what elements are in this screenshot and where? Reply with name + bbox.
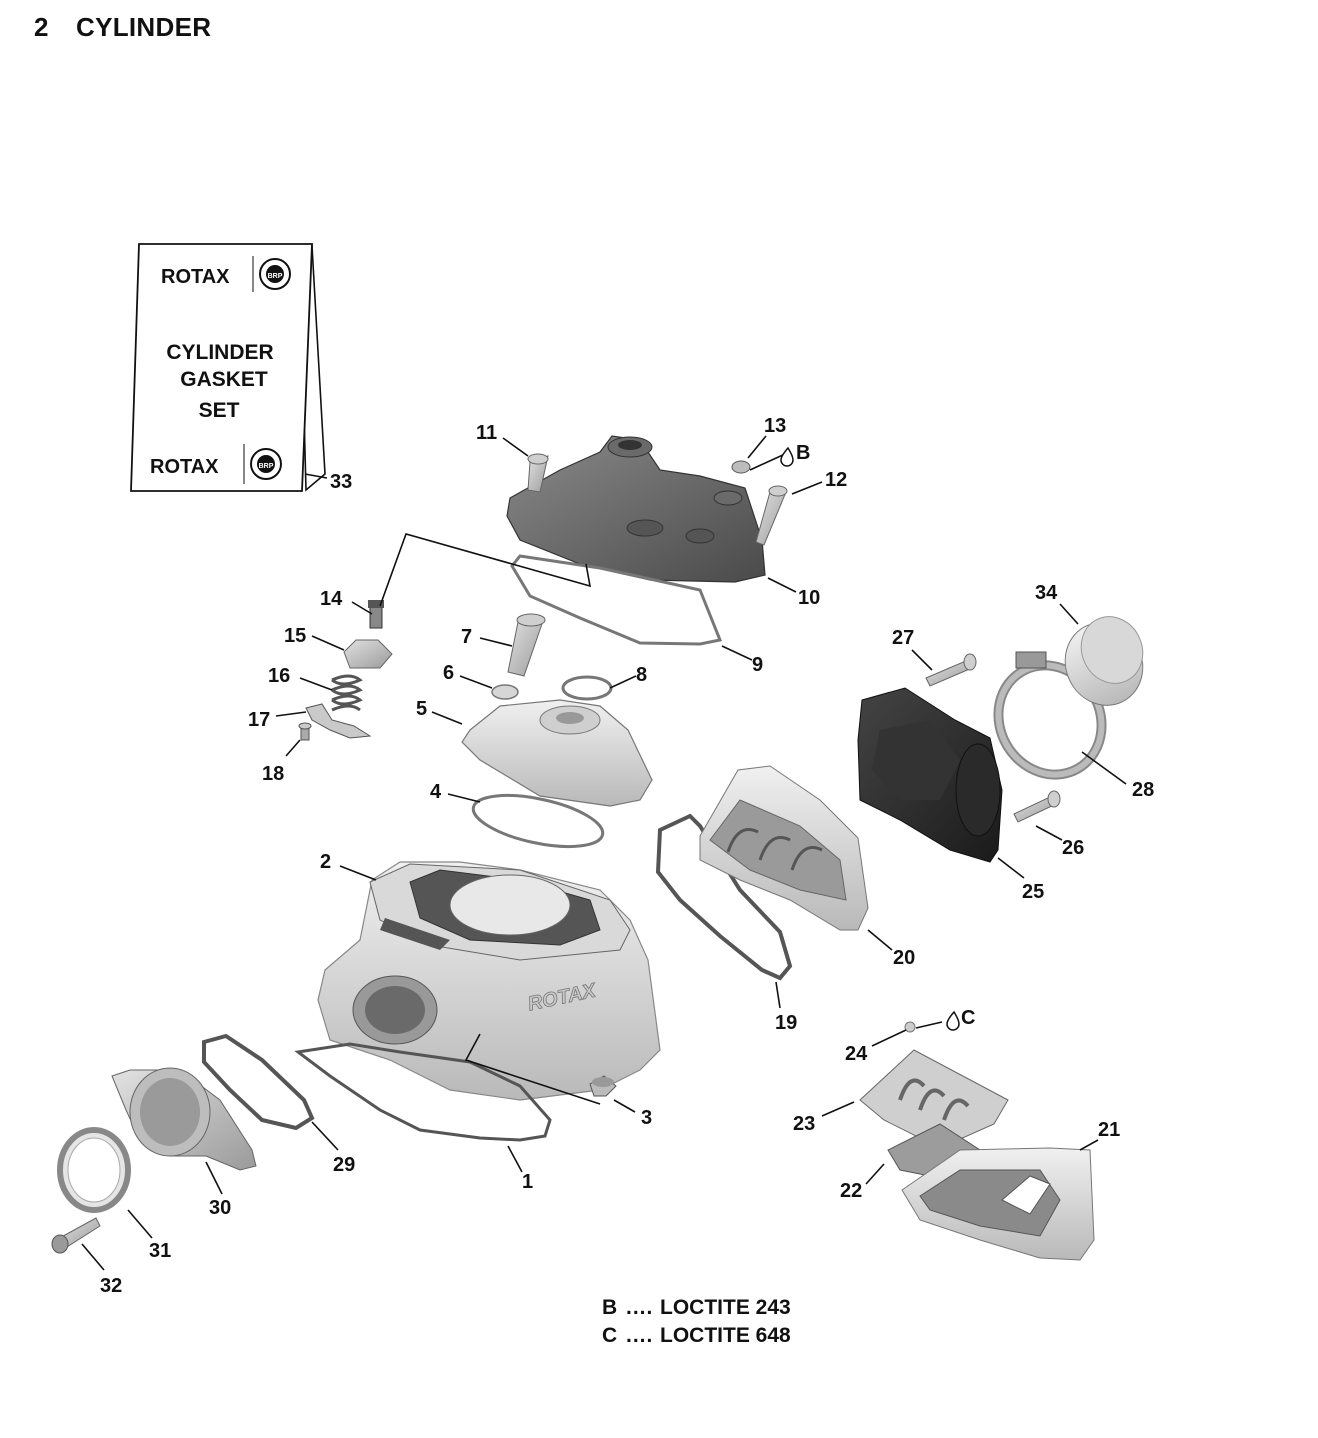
callout-numbers: 33 11 13 12 10 9 14 15 16 17 18 7 6 8 5 …: [100, 415, 1154, 1297]
nut-13: [731, 460, 751, 474]
callout-33: 33: [330, 471, 352, 493]
leader-lines: [81, 435, 1127, 1271]
washer-6: [491, 684, 519, 700]
callout-8: 8: [636, 664, 647, 686]
valve-14: [368, 600, 384, 629]
callout-23: 23: [793, 1113, 815, 1135]
legend-key-c: C: [602, 1324, 618, 1347]
callout-6: 6: [443, 662, 454, 684]
brp-logo-bottom-icon: BRP: [250, 448, 282, 480]
cylinder-head: [506, 435, 766, 583]
callout-34: 34: [1035, 582, 1058, 604]
o-ring-8: [561, 675, 613, 701]
legend-dots-c: ....: [626, 1324, 654, 1347]
legend-text-b: LOCTITE 243: [660, 1296, 791, 1319]
callout-9: 9: [752, 654, 763, 676]
callout-12: 12: [825, 469, 847, 491]
compound-mark-b: B: [780, 442, 810, 467]
reed-plate-23: [859, 1049, 1009, 1149]
brp-logo-top-icon: BRP: [259, 258, 291, 290]
legend-dots-b: ....: [626, 1296, 654, 1319]
o-ring-4: [471, 793, 605, 849]
section-number: 2: [34, 12, 49, 42]
page-title: CYLINDER: [76, 12, 212, 42]
callout-24: 24: [845, 1043, 868, 1065]
sleeve-31: [57, 1127, 131, 1213]
callout-26: 26: [1062, 837, 1084, 859]
intake-flange-30: [111, 1067, 257, 1171]
callout-28: 28: [1132, 779, 1154, 801]
callout-21: 21: [1098, 1119, 1120, 1141]
reed-valve-body-20: [699, 765, 869, 931]
brp-badge-bottom: BRP: [259, 463, 274, 470]
callout-32: 32: [100, 1275, 122, 1297]
gasket-kit-card: ROTAX BRP CYLINDER GASKET SET ROTAX BRP: [130, 243, 326, 492]
gasket-19: [655, 813, 793, 981]
screw-18: [298, 722, 312, 741]
callout-30: 30: [209, 1197, 231, 1219]
compound-mark-c: C: [946, 1007, 975, 1031]
callout-14: 14: [320, 588, 343, 610]
legend-key-b: B: [602, 1296, 618, 1319]
kit-brand-top: ROTAX: [161, 266, 230, 288]
callout-3: 3: [641, 1107, 652, 1129]
drop-c-icon: [946, 1010, 960, 1031]
callout-4: 4: [430, 781, 442, 803]
callout-31: 31: [149, 1240, 171, 1262]
cylinder: ROTAX: [317, 861, 661, 1101]
bolt-7: [507, 613, 546, 677]
drop-b-icon: [780, 446, 794, 467]
page-heading: 2 CYLINDER: [34, 12, 211, 43]
spring-cap-15: [343, 639, 393, 669]
cover-plate-5: [461, 699, 653, 807]
callout-18: 18: [262, 763, 284, 785]
gasket-29: [202, 1033, 315, 1131]
compound-b-label: B: [796, 442, 810, 464]
kit-brand-bottom: ROTAX: [150, 456, 219, 478]
callout-25: 25: [1022, 881, 1044, 903]
callout-27: 27: [892, 627, 914, 649]
plug-3: [589, 1075, 617, 1097]
callout-17: 17: [248, 709, 270, 731]
loctite-legend: B .... LOCTITE 243 C .... LOCTITE 648: [602, 1294, 791, 1350]
head-seal-9: [510, 554, 723, 646]
spring-16: [331, 674, 363, 712]
callout-20: 20: [893, 947, 915, 969]
brp-badge-top: BRP: [268, 273, 283, 280]
callout-11: 11: [476, 422, 497, 444]
callout-16: 16: [268, 665, 290, 687]
callout-1: 1: [522, 1171, 533, 1193]
compound-c-label: C: [961, 1007, 975, 1029]
kit-line-2: GASKET: [180, 368, 268, 391]
callout-22: 22: [840, 1180, 862, 1202]
legend-row-b: B .... LOCTITE 243: [602, 1294, 791, 1322]
legend-text-c: LOCTITE 648: [660, 1324, 791, 1347]
legend-row-c: C .... LOCTITE 648: [602, 1322, 791, 1350]
kit-line-1: CYLINDER: [166, 341, 273, 364]
callout-13: 13: [764, 415, 786, 437]
callout-2: 2: [320, 851, 331, 873]
cap-34: [1064, 616, 1144, 706]
intake-manifold-25: [857, 687, 1003, 863]
reed-body-21: [901, 1147, 1095, 1261]
callout-19: 19: [775, 1012, 797, 1034]
callout-7: 7: [461, 626, 472, 648]
nut-24: [904, 1021, 916, 1033]
bolt-26: [1013, 790, 1061, 823]
callout-5: 5: [416, 698, 427, 720]
bracket-17: [305, 703, 372, 739]
base-gasket-1: [294, 1042, 552, 1142]
bolt-32: [51, 1217, 101, 1254]
callout-10: 10: [798, 587, 820, 609]
kit-line-3: SET: [199, 399, 240, 422]
bolt-27: [925, 653, 977, 687]
bolt-12: [755, 485, 788, 546]
bolt-11: [527, 453, 549, 493]
callout-15: 15: [284, 625, 306, 647]
callout-29: 29: [333, 1154, 355, 1176]
